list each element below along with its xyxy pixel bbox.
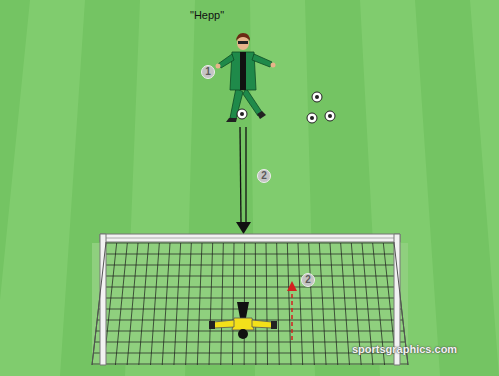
balls	[237, 92, 335, 123]
callout-number: 1	[201, 65, 215, 79]
watermark: sportsgraphics.com	[352, 344, 457, 355]
speech-text: "Hepp"	[190, 10, 224, 21]
callout-number: 2	[257, 169, 271, 183]
shot-arrow	[236, 127, 251, 234]
keeper-movement-arrow	[287, 281, 297, 340]
coach-figure	[216, 33, 276, 122]
callout-number: 2	[301, 273, 315, 287]
goalkeeper-figure	[209, 302, 277, 339]
